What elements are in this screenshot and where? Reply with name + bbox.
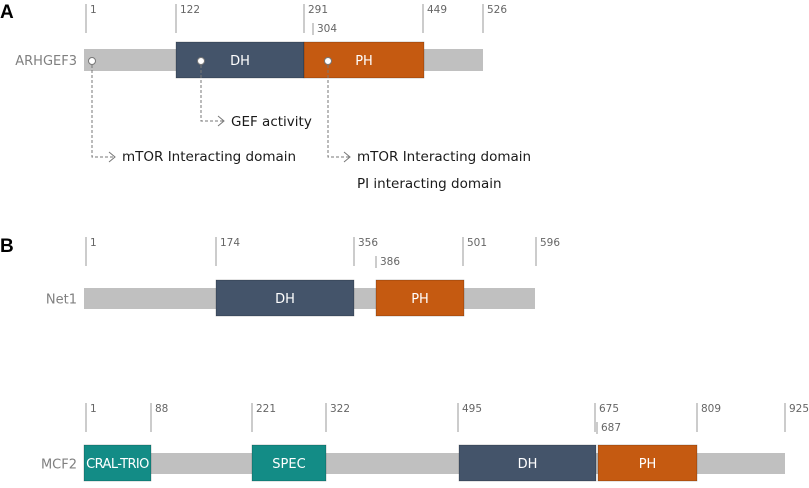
annotation-anchor-dot-2 (324, 57, 332, 65)
position-label-mcf2-88: 88 (155, 403, 168, 415)
panel-letter-b: B (0, 236, 14, 257)
position-label-arhgef3-304: 304 (317, 23, 337, 35)
position-label-mcf2-1: 1 (90, 403, 97, 415)
domain-spec-mcf2 (251, 444, 327, 482)
domain-label-spec-mcf2: SPEC (272, 457, 305, 472)
protein-name-arhgef3: ARHGEF3 (15, 54, 77, 69)
domain-label-ph-arhgef3: PH (355, 54, 373, 69)
position-label-mcf2-221: 221 (256, 403, 276, 415)
position-label-arhgef3-1: 1 (90, 4, 97, 16)
protein-name-mcf2: MCF2 (41, 458, 77, 473)
domain-label-dh-arhgef3: DH (230, 54, 250, 69)
domain-label-dh-mcf2: DH (518, 457, 538, 472)
annotation-text-2-1: PI interacting domain (357, 176, 502, 192)
annotation-text-2-0: mTOR Interacting domain (357, 149, 531, 165)
domain-ph-net1 (375, 279, 465, 317)
annotation-anchor-dot-0 (88, 57, 96, 65)
annotation-arrowhead-2 (343, 151, 351, 163)
position-label-net1-386: 386 (380, 256, 400, 268)
annotation-leader-1 (200, 65, 223, 122)
position-label-arhgef3-449: 449 (427, 4, 447, 16)
position-label-mcf2-925: 925 (789, 403, 809, 415)
domain-label-ph-mcf2: PH (639, 457, 657, 472)
domain-ph-arhgef3 (303, 41, 425, 79)
position-label-net1-596: 596 (540, 237, 560, 249)
position-label-arhgef3-122: 122 (180, 4, 200, 16)
protein-name-net1: Net1 (46, 293, 77, 308)
annotation-anchor-dot-1 (197, 57, 205, 65)
position-label-net1-1: 1 (90, 237, 97, 249)
position-label-arhgef3-291: 291 (308, 4, 328, 16)
annotation-arrowhead-0 (108, 151, 116, 163)
position-label-mcf2-322: 322 (330, 403, 350, 415)
annotation-leader-2 (327, 65, 349, 158)
panel-letter-a: A (0, 2, 14, 23)
annotation-text-1-0: GEF activity (231, 114, 312, 130)
annotation-leader-0 (91, 65, 114, 158)
domain-ph-mcf2 (597, 444, 698, 482)
domain-label-dh-net1: DH (275, 292, 295, 307)
domain-dh-mcf2 (458, 444, 597, 482)
position-label-net1-356: 356 (358, 237, 378, 249)
position-label-mcf2-675: 675 (599, 403, 619, 415)
position-label-arhgef3-526: 526 (487, 4, 507, 16)
position-label-net1-501: 501 (467, 237, 487, 249)
position-label-mcf2-495: 495 (462, 403, 482, 415)
domain-dh-net1 (215, 279, 355, 317)
domain-cral-trio-mcf2 (83, 444, 152, 482)
annotation-text-0-0: mTOR Interacting domain (122, 149, 296, 165)
position-label-mcf2-809: 809 (701, 403, 721, 415)
annotation-arrowhead-1 (217, 115, 225, 127)
domain-label-cral-trio-mcf2: CRAL-TRIO (86, 457, 149, 472)
position-label-mcf2-687: 687 (601, 422, 621, 434)
domain-label-ph-net1: PH (411, 292, 429, 307)
position-label-net1-174: 174 (220, 237, 240, 249)
